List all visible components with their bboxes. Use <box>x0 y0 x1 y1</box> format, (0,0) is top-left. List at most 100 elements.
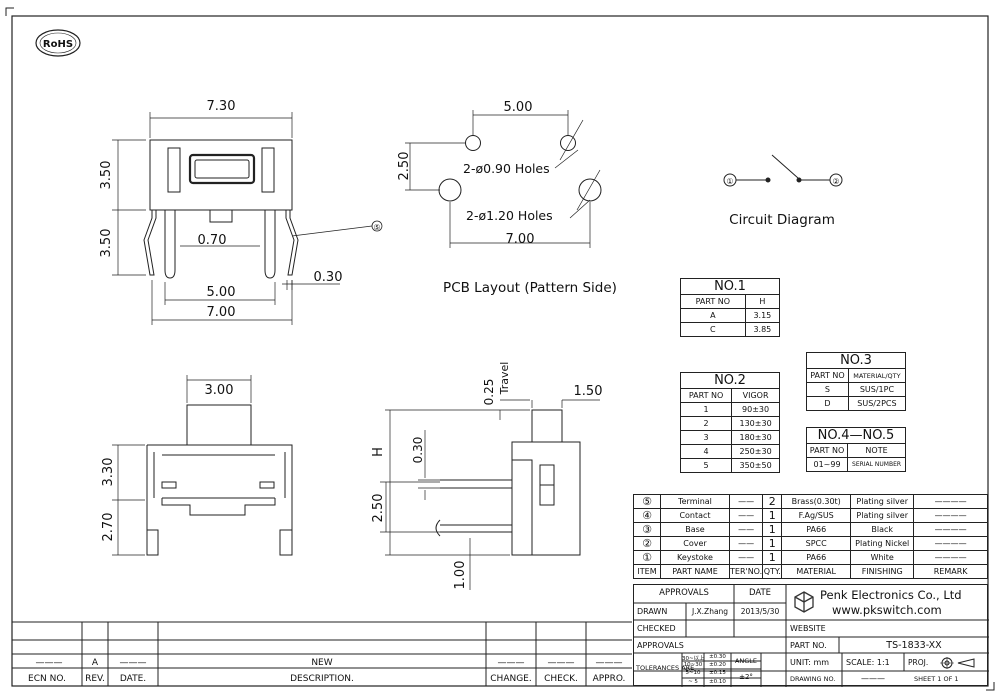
part-no-label: PART NO. <box>790 641 827 650</box>
bom-header: QTY. <box>762 564 783 579</box>
tol-value: ±0.20 <box>709 662 726 668</box>
drawing-no-label: DRAWING NO. <box>790 675 836 683</box>
rev-desc-header: DESCRIPTION. <box>290 674 354 684</box>
table-cell: 1 <box>679 402 733 417</box>
table-cell: 180±30 <box>731 430 780 445</box>
bom-header: MATERIAL <box>781 564 852 579</box>
table-cell: 130±30 <box>731 416 780 431</box>
checked-label: CHECKED <box>637 624 676 633</box>
bom-remark: ———— <box>913 494 988 509</box>
unit-label: UNIT: mm <box>790 658 830 667</box>
top-view <box>112 112 383 325</box>
terminal-callout: ⑤ <box>373 223 380 232</box>
angle-label: ANGLE <box>734 657 758 665</box>
bom-item: ④ <box>633 508 661 523</box>
table-no45-title: NO.4—NO.5 <box>806 427 906 444</box>
table-cell: 90±30 <box>731 402 780 417</box>
table-header: PART NO <box>679 388 733 403</box>
rev-date-header: DATE. <box>120 674 146 684</box>
company-name: Penk Electronics Co., Ltd <box>820 588 962 602</box>
rev-appro-header: APPRO. <box>593 674 626 684</box>
bom-qty: 1 <box>762 536 783 551</box>
rev-ecn-value: ——— <box>36 658 63 668</box>
front-h-lower: 2.70 <box>101 513 116 542</box>
bom-name: Terminal <box>660 494 730 509</box>
dim-pin-gap: 0.70 <box>198 233 227 248</box>
bom-remark: ———— <box>913 550 988 565</box>
table-cell: C <box>680 322 746 337</box>
circuit-node-2: ② <box>832 177 839 186</box>
approvals-label: APPROVALS <box>659 588 709 598</box>
circuit-node-1: ① <box>726 177 733 186</box>
table-cell: 2 <box>679 416 733 431</box>
bom-material: SPCC <box>781 536 852 551</box>
bom-ter: —— <box>728 536 764 551</box>
bom-material: PA66 <box>781 550 852 565</box>
bom-header: ITEM <box>633 564 661 579</box>
revision-block <box>12 621 632 686</box>
company-url: www.pkswitch.com <box>832 603 942 617</box>
drawn-by: J.X.Zhang <box>691 607 729 616</box>
svg-text:RoHS: RoHS <box>43 39 73 50</box>
part-no-value: TS-1833-XX <box>886 640 942 651</box>
table-header: PART NO <box>806 368 849 383</box>
bom-ter: —— <box>728 550 764 565</box>
rev-change-value: ——— <box>498 658 525 668</box>
bom-item: ③ <box>633 522 661 537</box>
front-h-upper: 3.30 <box>101 458 116 487</box>
bom-name: Base <box>660 522 730 537</box>
rev-date-value: ——— <box>120 658 147 668</box>
projection-icon <box>940 657 975 669</box>
table-no3-title: NO.3 <box>806 352 906 369</box>
pcb-layout <box>405 110 602 248</box>
table-cell: SUS/2PCS <box>847 396 907 411</box>
bom-qty: 1 <box>762 508 783 523</box>
pcb-pitch-top: 5.00 <box>504 100 533 115</box>
pcb-large-holes: 2-ø1.20 Holes <box>466 208 553 223</box>
table-cell: 01~99 <box>805 457 849 472</box>
dim-total-width: 7.00 <box>207 305 236 320</box>
side-travel-value: 0.25 <box>482 379 496 406</box>
table-cell: 4 <box>679 444 733 459</box>
sheet-label: SHEET 1 OF 1 <box>914 675 959 683</box>
front-view <box>112 375 293 556</box>
proj-label: PROJ. <box>908 658 929 667</box>
bom-name: Contact <box>660 508 730 523</box>
table-header: VIGOR <box>731 388 780 403</box>
rev-check-header: CHECK. <box>544 674 578 684</box>
approvals2-label: APPROVALS <box>637 641 684 650</box>
bom-remark: ———— <box>913 536 988 551</box>
dim-top-h-lower: 3.50 <box>99 229 114 258</box>
bom-finish: Plating Nickel <box>850 536 915 551</box>
side-dim-250: 2.50 <box>371 494 386 523</box>
bom-item: ⑤ <box>633 494 661 509</box>
scale-label: SCALE: 1:1 <box>846 658 890 667</box>
tol-value: ±0.10 <box>709 679 726 685</box>
tol-range: 10~30 <box>683 662 703 668</box>
bom-ter: —— <box>728 508 764 523</box>
pcb-small-holes: 2-ø0.90 Holes <box>463 161 550 176</box>
bom-finish: Plating silver <box>850 494 915 509</box>
rev-appro-value: ——— <box>596 658 623 668</box>
pcb-pitch-bottom: 7.00 <box>506 232 535 247</box>
pcb-row-gap: 2.50 <box>397 152 412 181</box>
table-header: H <box>744 294 781 309</box>
bom-material: PA66 <box>781 522 852 537</box>
drawing-no-value: ——— <box>861 674 885 683</box>
tol-value: ±0.30 <box>709 654 726 660</box>
rohs-logo: RoHS <box>35 29 81 57</box>
table-cell: A <box>680 308 746 323</box>
side-knob: 1.50 <box>574 384 603 399</box>
company-logo-icon <box>794 591 814 613</box>
side-travel-label: Travel <box>498 362 511 396</box>
table-cell: 5 <box>679 458 733 473</box>
